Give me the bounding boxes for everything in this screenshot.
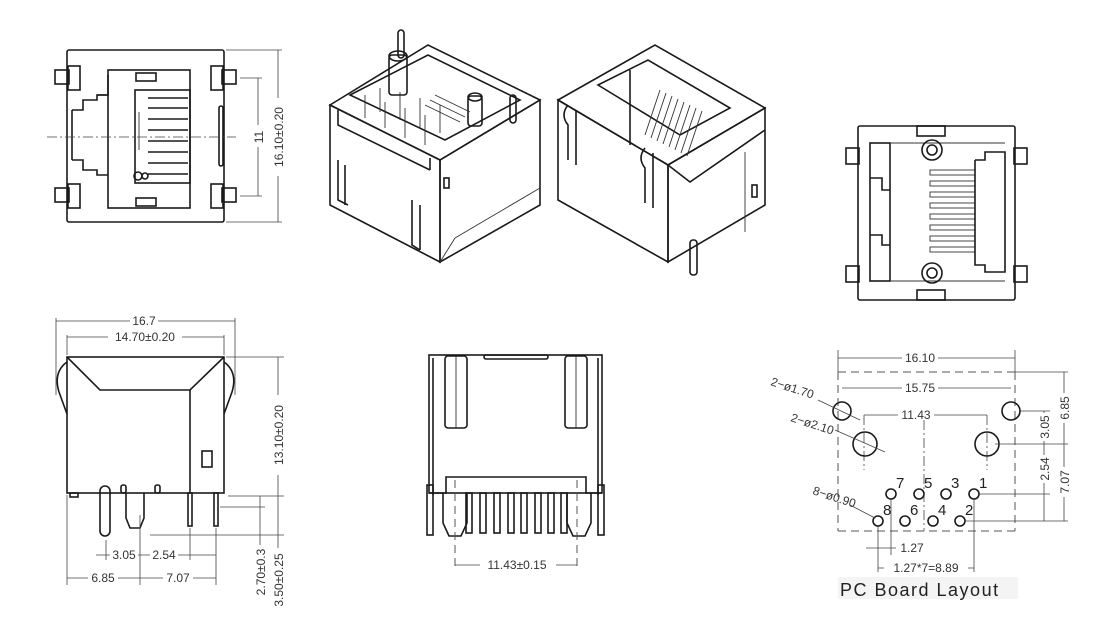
dim-v-6-85: 6.85 — [1058, 396, 1072, 420]
isometric-view-2 — [556, 44, 767, 276]
pcb-layout-title: PC Board Layout — [840, 580, 1000, 600]
dim-rear-post-spacing: 11.43±0.15 — [487, 558, 546, 572]
pin-label-2: 2 — [965, 502, 973, 519]
pin-holes — [872, 488, 980, 527]
dim-body-height: 13.10±0.20 — [272, 405, 286, 465]
dim-overall-width: 16.7 — [132, 314, 156, 328]
dim-outline-width: 16.10 — [905, 351, 935, 365]
dim-v-2-54: 2.54 — [1038, 457, 1052, 481]
dim-pin-span: 1.27*7=8.89 — [893, 561, 958, 575]
rear-pins — [465, 492, 568, 534]
dim-post-pos-b: 7.07 — [166, 571, 190, 585]
pin-label-5: 5 — [924, 475, 932, 492]
pin-label-7: 7 — [896, 475, 904, 492]
pin-label-3: 3 — [951, 475, 959, 492]
bottom-view — [845, 125, 1028, 301]
dim-post-offset-a: 3.05 — [112, 548, 136, 562]
pcb-layout: 16.10 15.75 11.43 2−ø1.70 2−ø2.10 7 — [769, 350, 1072, 600]
callout-pin-hole: 8−ø0.90 — [811, 484, 858, 511]
dim-v-3-05: 3.05 — [1038, 415, 1052, 439]
dim-post-spacing: 11 — [252, 130, 266, 143]
pin-label-8: 8 — [883, 502, 891, 519]
dim-v-7-07: 7.07 — [1058, 470, 1072, 494]
dim-post-pos-a: 6.85 — [91, 571, 115, 585]
dim-large-hole-spacing: 11.43 — [901, 408, 930, 422]
dim-height-total: 16.10±0.20 — [272, 107, 286, 167]
iso1-contacts — [364, 88, 471, 145]
pin-label-4: 4 — [938, 502, 946, 519]
pin-label-1: 1 — [979, 475, 987, 492]
dim-post-length: 3.50±0.25 — [272, 553, 286, 607]
iso2-contacts — [644, 89, 703, 157]
dim-body-width: 14.70±0.20 — [115, 330, 175, 344]
mount-hole-small-right — [1001, 401, 1021, 421]
side-view: 16.7 14.70±0.20 13.10±0.20 2.70±0.3 3.50… — [55, 313, 286, 614]
isometric-view-1 — [328, 29, 542, 264]
front-view: 11 16.10±0.20 — [47, 49, 286, 223]
dim-pin-pitch: 1.27 — [900, 541, 924, 555]
bottom-view-contacts — [929, 169, 976, 253]
rear-view: 11.43±0.15 — [426, 354, 605, 572]
dim-pin-length: 2.70±0.3 — [254, 548, 268, 595]
pin-label-6: 6 — [910, 502, 918, 519]
mount-hole-large-left — [852, 431, 878, 457]
mount-hole-small-left — [832, 401, 852, 421]
callout-large-hole: 2−ø2.10 — [789, 411, 836, 438]
dim-post-offset-b: 2.54 — [152, 548, 176, 562]
contacts — [148, 97, 188, 175]
callout-small-hole: 2−ø1.70 — [769, 375, 816, 402]
dim-small-hole-spacing: 15.75 — [905, 381, 935, 395]
